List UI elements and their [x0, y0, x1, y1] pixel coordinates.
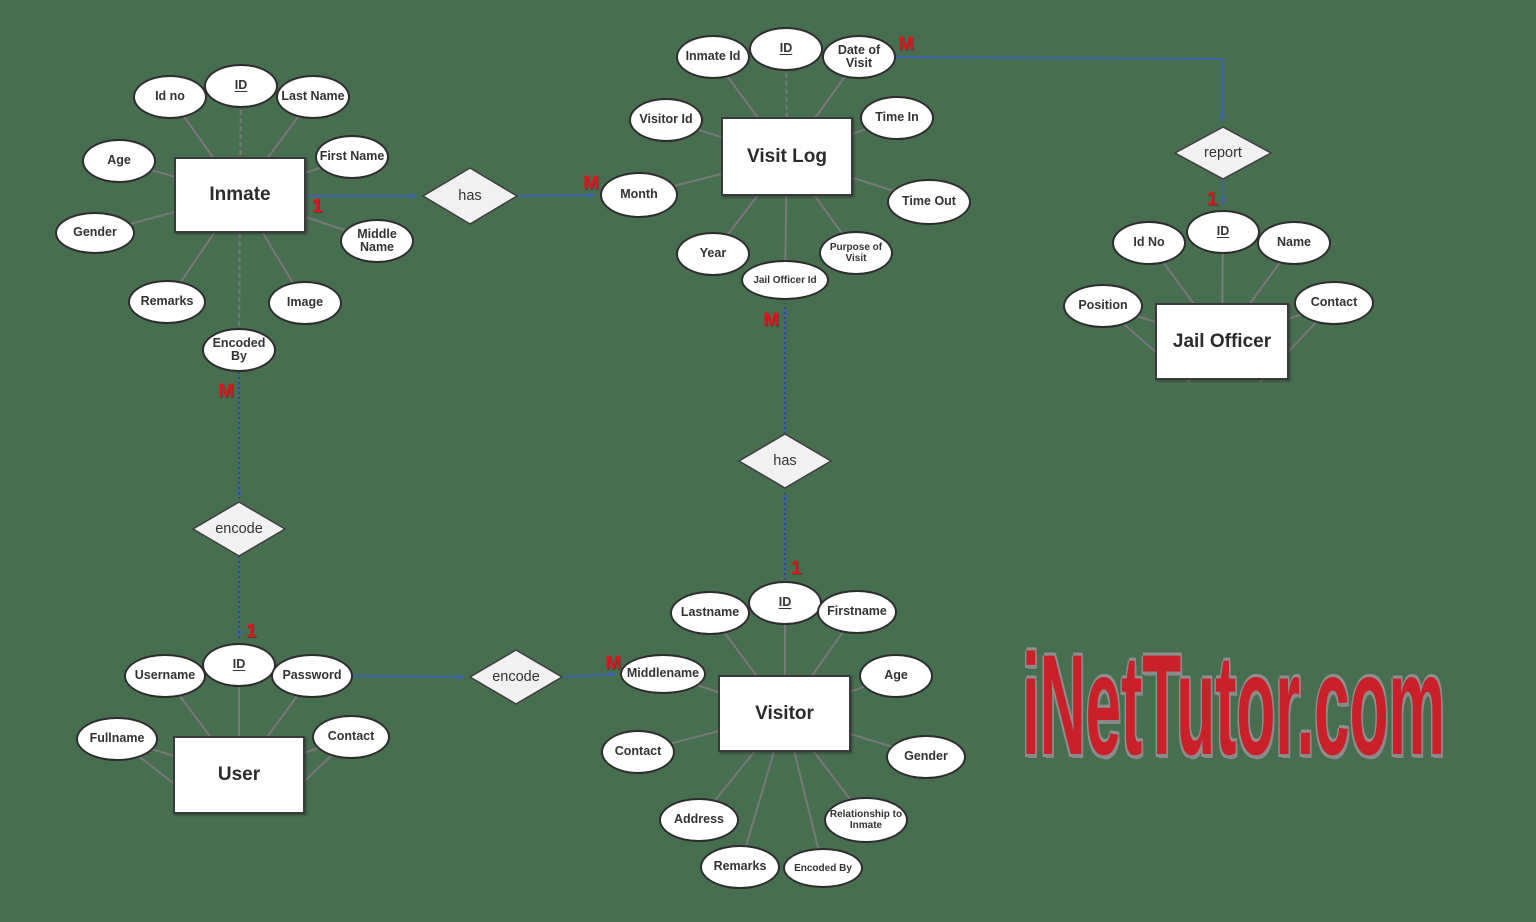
entity-visitor: Visitor: [718, 675, 851, 752]
attribute-inmate-encodedby: Encoded By: [202, 328, 276, 372]
attribute-user-contact: Contact: [312, 715, 390, 759]
cardinality-encode-userid: 1: [245, 621, 257, 642]
entity-user: User: [173, 736, 305, 814]
attribute-inmate-firstname: First Name: [315, 135, 389, 179]
cardinality-dateofvisit-report: M: [898, 34, 914, 55]
attribute-jailofficer-position: Position: [1063, 284, 1143, 328]
attribute-user-username: Username: [124, 654, 206, 698]
attribute-inmate-image: Image: [268, 281, 342, 325]
relationship-label-encode-user-visitor: encode: [492, 669, 540, 685]
diamond-encode-user-visitor: [468, 649, 564, 705]
entity-visit-log: Visit Log: [721, 117, 853, 196]
attribute-user-password: Password: [271, 654, 353, 698]
relationship-line-dots: [238, 303, 786, 641]
attribute-visitor-relationship: Relationship to Inmate: [824, 797, 908, 843]
relationship-diamonds: [191, 126, 1273, 705]
diamond-encode-inmate-user: [191, 501, 287, 557]
attribute-inmate-id: ID: [204, 64, 278, 108]
diamond-has-visitlog-visitor: [737, 433, 833, 489]
relationship-label-has-visitlog-visitor: has: [773, 453, 797, 469]
attribute-jailofficer-contact: Contact: [1294, 281, 1374, 325]
cardinality-report-jailofficer: 1: [1206, 189, 1218, 210]
cardinality-has-visitorid: 1: [790, 558, 802, 579]
attribute-visitor-contact: Contact: [601, 730, 675, 774]
cardinality-encodedby-encode: M: [218, 381, 234, 402]
attribute-inmate-lastname: Last Name: [276, 75, 350, 119]
watermark-inettutor: iNetTutor.com: [1022, 626, 1446, 785]
attribute-visitlog-timein: Time In: [860, 96, 934, 140]
attribute-visitor-age: Age: [859, 654, 933, 698]
attribute-visitor-encodedby: Encoded By: [783, 848, 863, 888]
attribute-visitlog-visitorid: Visitor Id: [629, 98, 703, 142]
relationship-label-encode-inmate-user: encode: [215, 521, 263, 537]
relationship-label-has-inmate-visitlog: has: [458, 188, 482, 204]
attribute-inmate-middlename: Middle Name: [340, 219, 414, 263]
attribute-jailofficer-name: Name: [1257, 221, 1331, 265]
attribute-visitlog-jailofficerid: Jail Officer Id: [741, 260, 829, 300]
cardinality-inmate-has: 1: [311, 196, 323, 217]
attribute-user-id: ID: [202, 643, 276, 687]
attribute-visitlog-month: Month: [600, 172, 678, 218]
attribute-visitor-address: Address: [659, 798, 739, 842]
attribute-visitor-gender: Gender: [886, 735, 966, 779]
cardinality-has-month: M: [583, 173, 599, 194]
attribute-visitlog-purposeofvisit: Purpose of Visit: [819, 231, 893, 275]
entity-inmate: Inmate: [174, 157, 306, 233]
diamond-has-inmate-visitlog: [421, 167, 519, 225]
attribute-visitlog-dateofvisit: Date of Visit: [822, 35, 896, 79]
attribute-visitlog-inmateid: Inmate Id: [676, 35, 750, 79]
attribute-visitor-middlename: Middlename: [620, 654, 706, 694]
entity-jail-officer: Jail Officer: [1155, 303, 1289, 380]
attribute-inmate-remarks: Remarks: [128, 280, 206, 324]
attribute-visitor-remarks: Remarks: [700, 845, 780, 889]
attribute-visitlog-year: Year: [676, 232, 750, 276]
attribute-inmate-gender: Gender: [55, 212, 135, 254]
attribute-inmate-idno: Id no: [133, 75, 207, 119]
attribute-inmate-age: Age: [82, 139, 156, 183]
attribute-user-fullname: Fullname: [76, 717, 158, 761]
attribute-visitor-id: ID: [748, 581, 822, 625]
attribute-visitor-firstname: Firstname: [817, 590, 897, 634]
attribute-visitlog-timeout: Time Out: [887, 179, 971, 225]
attribute-visitor-lastname: Lastname: [670, 591, 750, 635]
attribute-jailofficer-id: ID: [1186, 210, 1260, 254]
diamond-report: [1173, 126, 1273, 180]
attribute-visitlog-id: ID: [749, 27, 823, 71]
cardinality-encode-middlename: M: [605, 653, 621, 674]
relationship-label-report: report: [1204, 145, 1242, 161]
cardinality-jailofficerid-has: M: [763, 310, 779, 331]
attribute-jailofficer-idno: Id No: [1112, 221, 1186, 265]
